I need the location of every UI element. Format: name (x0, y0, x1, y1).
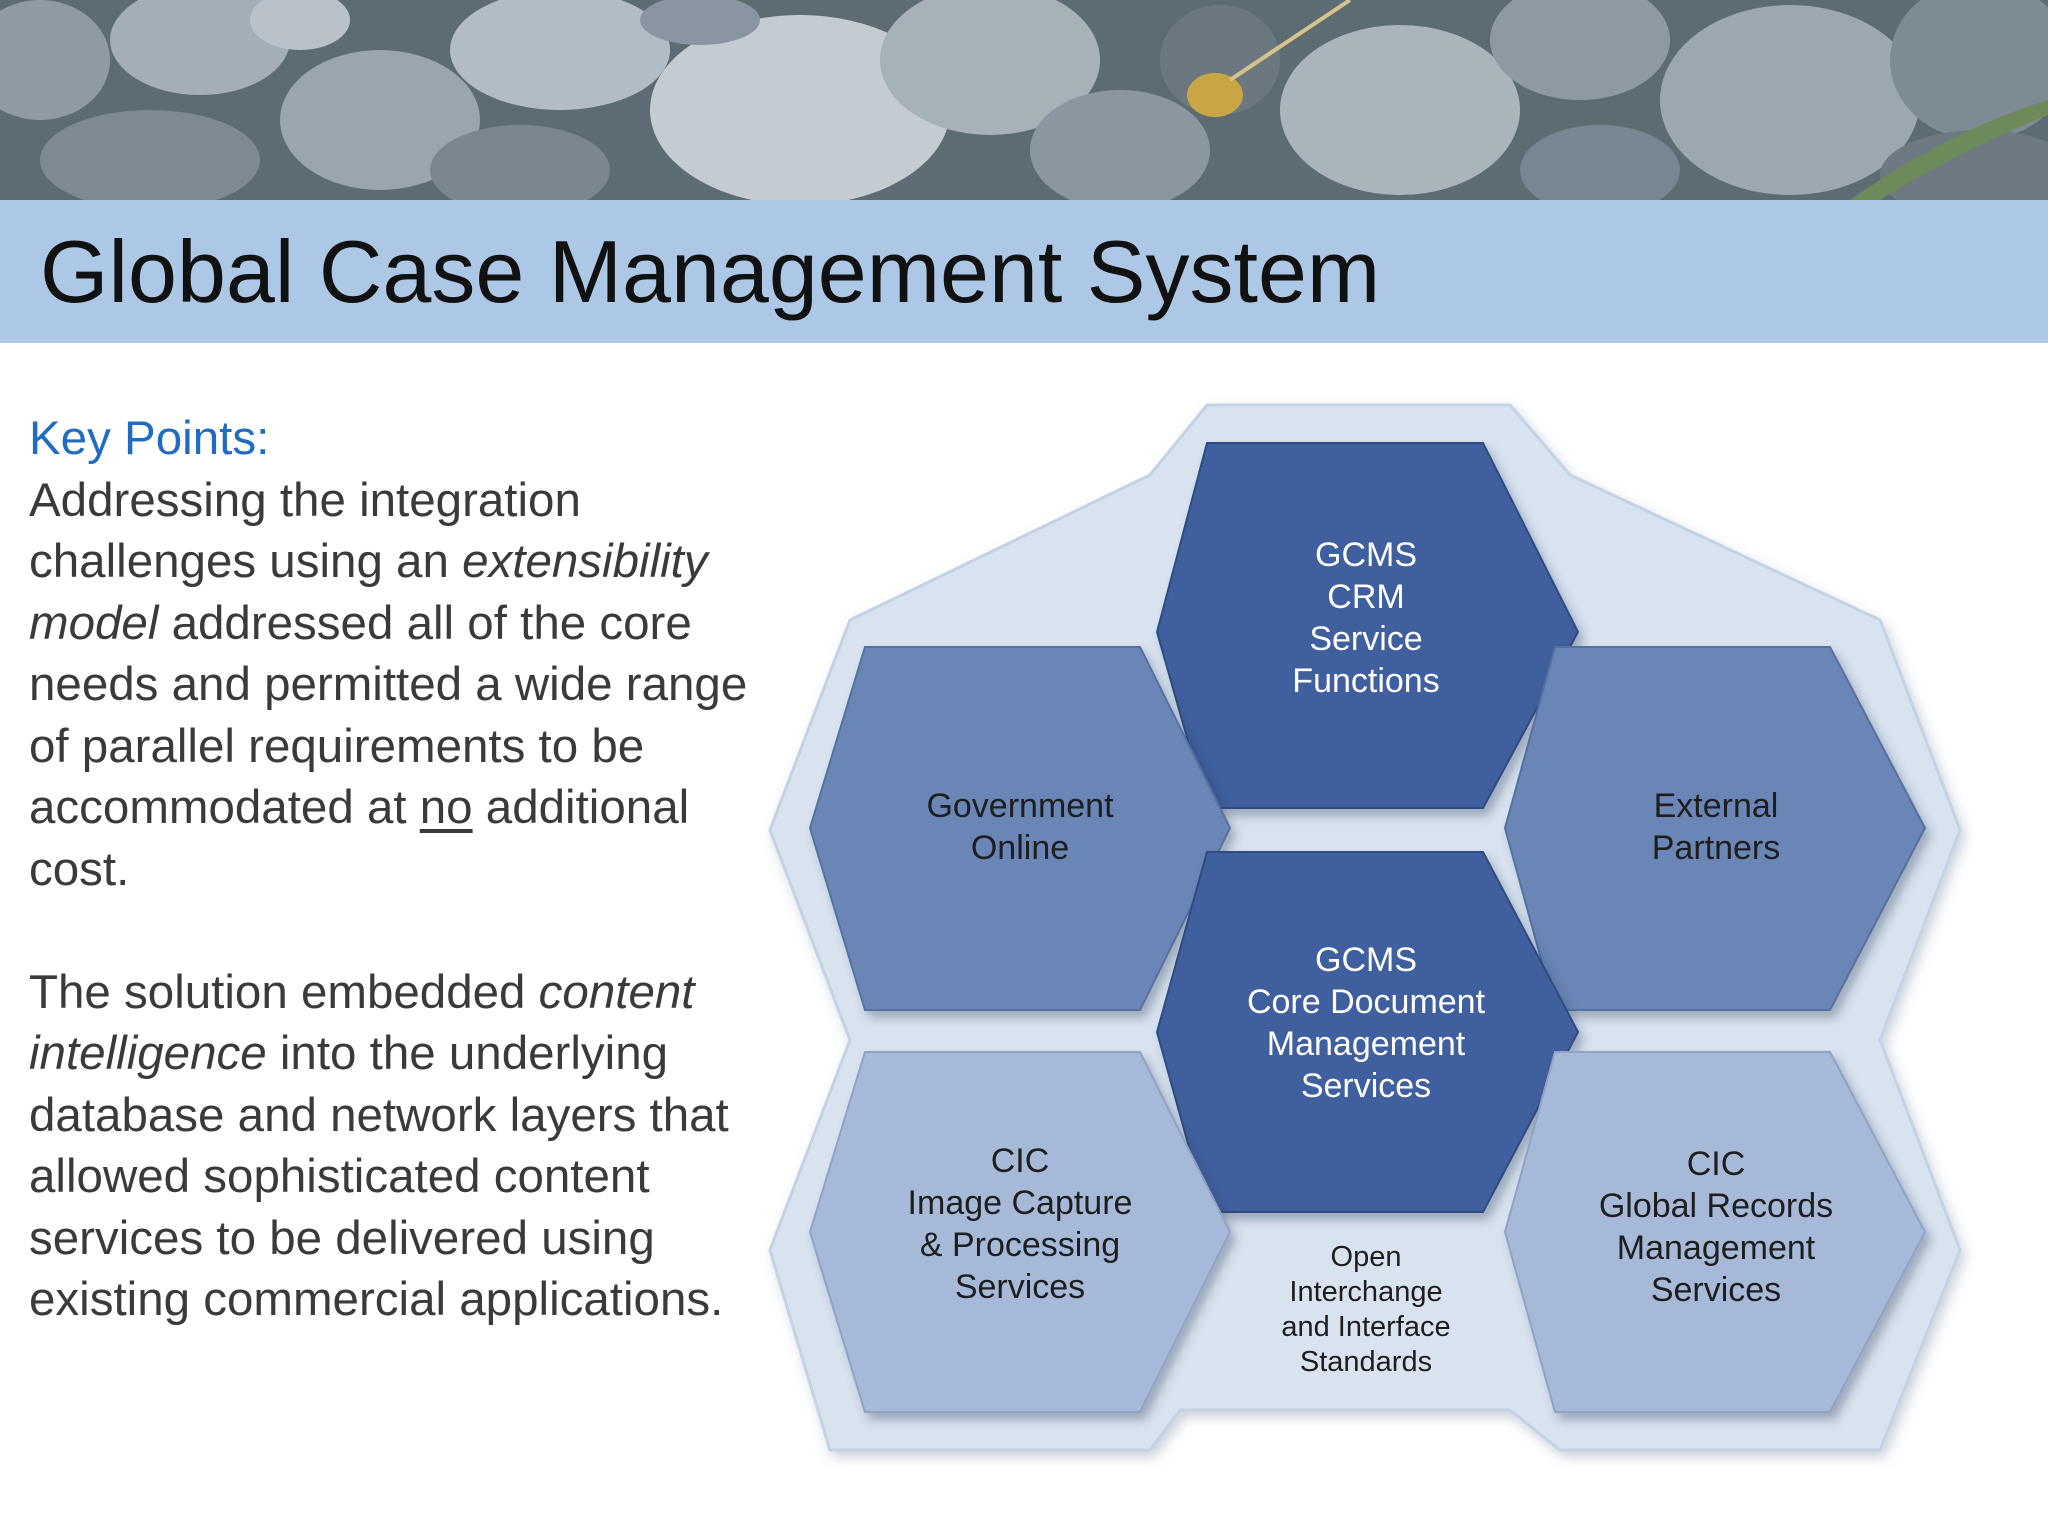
label-line: Functions (1292, 662, 1440, 700)
label-line: Government (926, 787, 1114, 825)
label-line: GCMS (1315, 941, 1417, 979)
label-line: Standards (1299, 1346, 1433, 1378)
p1-tail: additional cost. (29, 781, 690, 896)
label-line: GCMS (1315, 536, 1417, 574)
label-line: Services (954, 1268, 1086, 1306)
p1-emphasis: extensibility model (29, 535, 708, 650)
hex-gcms-core (1155, 851, 1580, 1213)
label-line: Core Document (1246, 983, 1486, 1021)
label-line: Services (1300, 1067, 1432, 1105)
hex-label-external-partners: External Partners (1566, 785, 1866, 869)
label-line: and Interface (1281, 1311, 1451, 1343)
hex-label-cic-image: CIC Image Capture & Processing Services (870, 1140, 1170, 1308)
title-bar (0, 200, 2048, 343)
hex-label-government-online: Government Online (870, 785, 1170, 869)
hex-label-cic-records: CIC Global Records Management Services (1546, 1143, 1886, 1311)
label-line: CIC (1686, 1145, 1746, 1183)
label-line: External (1653, 787, 1779, 825)
label-line: Service (1309, 620, 1423, 658)
key-points-heading: Key Points: (29, 412, 270, 465)
label-line: CRM (1327, 578, 1405, 616)
p1-lead: Addressing the integration challenges us… (29, 473, 581, 589)
label-line: Global Records (1598, 1187, 1834, 1225)
label-line: Partners (1651, 829, 1781, 867)
label-line: Interchange (1289, 1276, 1443, 1308)
label-line: CIC (990, 1142, 1050, 1180)
label-line: Image Capture (907, 1184, 1133, 1222)
hex-gcms-crm (1155, 442, 1580, 809)
paragraph-content-intelligence: The solution embedded content intelligen… (29, 962, 769, 1331)
p1-mid: addressed all of the core needs and perm… (29, 596, 748, 835)
rocks-banner-image (0, 0, 2048, 200)
label-line: Management (1616, 1229, 1816, 1267)
label-line: Online (970, 829, 1070, 867)
label-line: Management (1266, 1025, 1466, 1063)
label-line: Services (1650, 1271, 1782, 1309)
hex-cic-records (1503, 1051, 1927, 1413)
p2-emphasis: content intelligence (29, 965, 695, 1081)
hex-label-gcms-core: GCMS Core Document Management Services (1196, 939, 1536, 1107)
slide-title: Global Case Management System (40, 222, 1381, 321)
hex-government-online (808, 646, 1232, 1011)
hex-external-partners (1503, 646, 1927, 1011)
paragraph-extensibility: Addressing the integration challenges us… (29, 470, 769, 901)
p1-underlined: no (419, 781, 473, 834)
hex-label-gcms-crm: GCMS CRM Service Functions (1216, 534, 1516, 702)
label-line: Open (1330, 1241, 1402, 1273)
open-interchange-label: Open Interchange and Interface Standards (1246, 1240, 1486, 1380)
key-points-text: Key Points: Addressing the integration c… (29, 408, 769, 1331)
hex-cic-image (808, 1051, 1232, 1413)
label-line: & Processing (919, 1226, 1121, 1264)
p2-lead: The solution embedded (29, 965, 539, 1019)
p2-tail: into the underlying database and network… (29, 1027, 729, 1326)
